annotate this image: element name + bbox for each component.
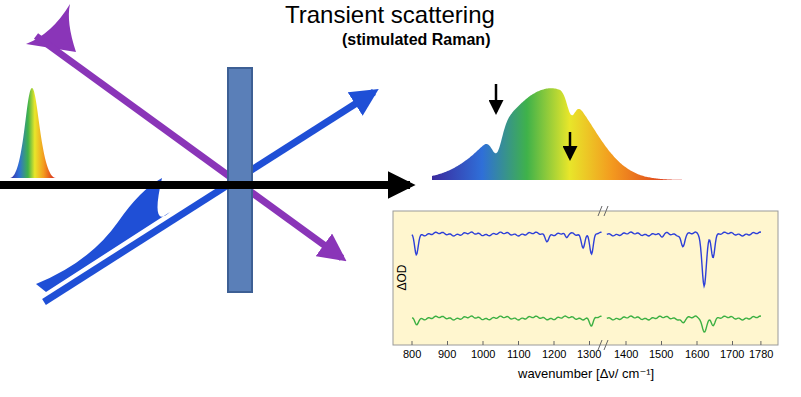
raman-dip-arrow [495, 84, 498, 112]
tick-label: 1500 [649, 348, 673, 360]
subtitle: (stimulated Raman) [342, 31, 490, 49]
probe-beam [0, 181, 410, 189]
tick-label: 900 [438, 348, 456, 360]
probe-spectrum [432, 88, 682, 180]
tick-label: 1400 [614, 348, 638, 360]
tick-label: 1200 [542, 348, 566, 360]
axis-tick [447, 341, 448, 345]
axis-tick [661, 341, 662, 345]
sample-cell [228, 68, 252, 292]
title: Transient scattering [285, 2, 495, 28]
tick-label: 1000 [471, 348, 495, 360]
raman-dip-arrow [569, 132, 572, 158]
axis-tick [412, 341, 413, 345]
axis-tick [483, 341, 484, 345]
blue-trace [607, 232, 761, 286]
green-trace [412, 316, 602, 326]
axis-tick [626, 341, 627, 345]
axis-label: ΔOD [396, 265, 409, 291]
axis-break [598, 206, 608, 216]
tick-label: 1100 [507, 348, 531, 360]
axis-tick [554, 341, 555, 345]
tick-label: 1780 [749, 348, 773, 360]
blue-trace [412, 232, 602, 255]
tick-label: 1700 [720, 348, 744, 360]
axis-tick [589, 341, 590, 345]
probe-pulse [10, 88, 56, 178]
tick-label: 1300 [577, 348, 601, 360]
chart-plot-area [393, 211, 778, 345]
axis-label: wavenumber [Δν/ cm⁻¹] [518, 367, 654, 381]
pump-beam [36, 36, 342, 258]
tick-label: 800 [403, 348, 421, 360]
axis-tick [760, 341, 761, 345]
green-trace [607, 316, 761, 332]
tick-label: 1600 [685, 348, 709, 360]
axis-tick [732, 341, 733, 345]
raman-beam [44, 92, 374, 302]
axis-tick [697, 341, 698, 345]
axis-tick [518, 341, 519, 345]
